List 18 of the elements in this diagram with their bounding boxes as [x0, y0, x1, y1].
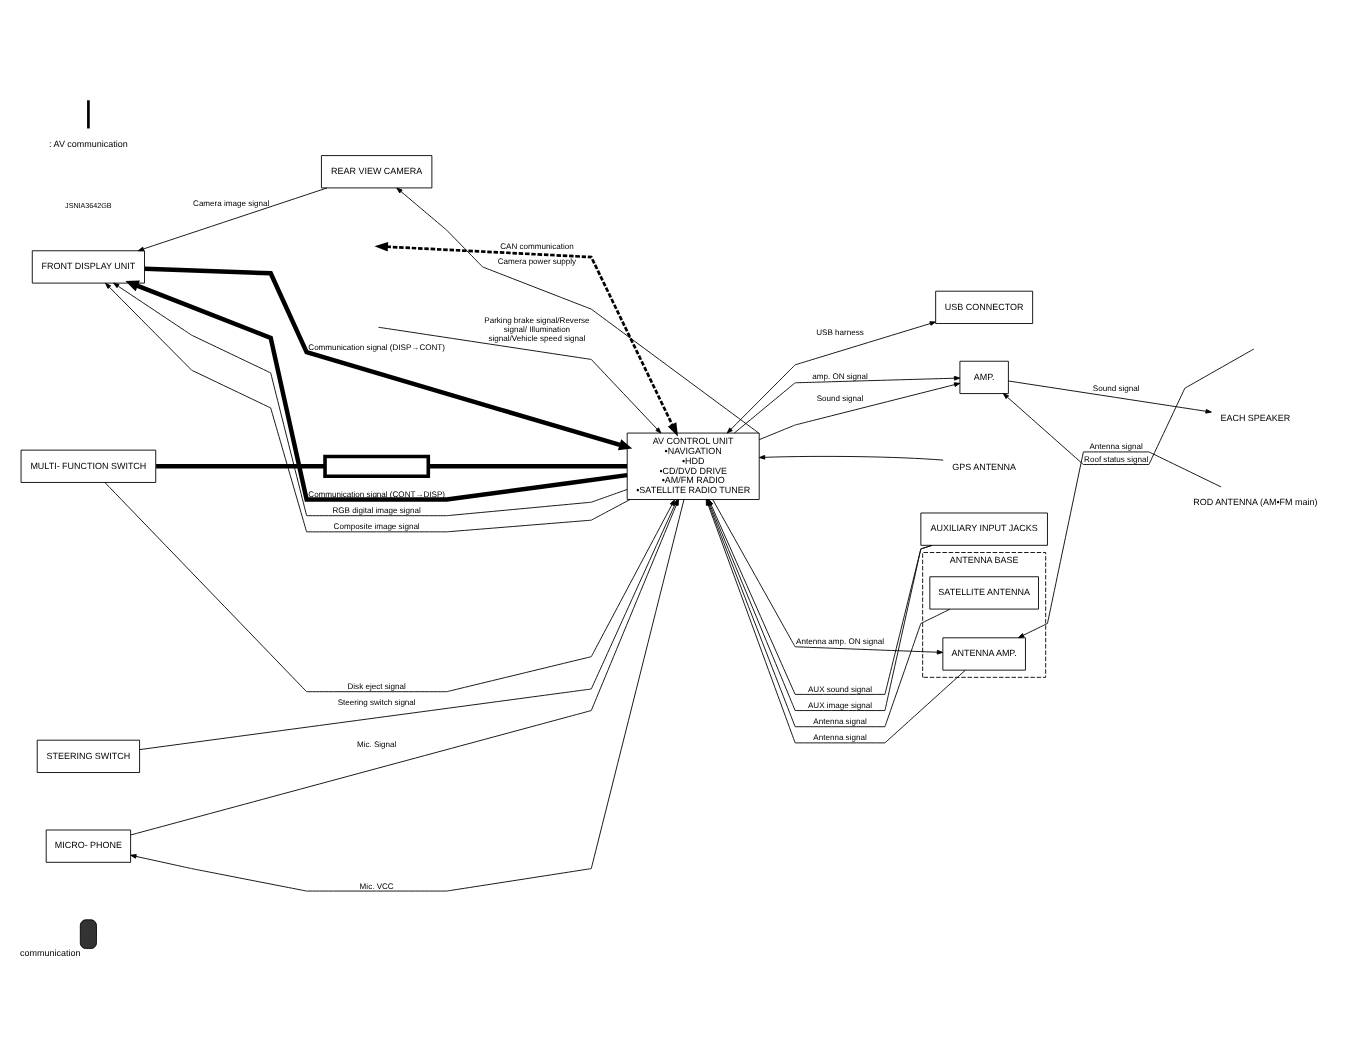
arrow [104, 482, 675, 693]
arrow [726, 321, 936, 434]
arrow [1008, 380, 1212, 414]
arrow [1018, 451, 1222, 639]
arrow [1002, 348, 1255, 465]
arrow [374, 242, 678, 437]
connector [428, 464, 627, 469]
arrow [712, 499, 944, 655]
arrow [733, 375, 961, 434]
connector [156, 464, 325, 469]
node-bar [323, 454, 431, 478]
arrow [758, 455, 944, 461]
arrow [758, 382, 961, 441]
arrow [137, 187, 328, 252]
arrow [396, 187, 760, 434]
node-phone [79, 919, 97, 949]
arrow [144, 266, 633, 451]
arrow [378, 326, 662, 434]
